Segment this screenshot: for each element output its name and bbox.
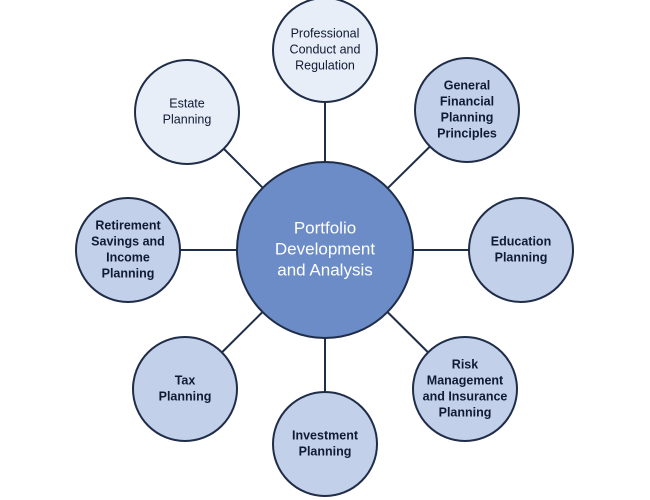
node-label-professional-conduct-line-1: Professional	[291, 26, 360, 40]
node-circle-general-financial-planning	[414, 57, 520, 163]
center-label-line-3: and Analysis	[277, 260, 372, 279]
connectors	[180, 102, 469, 392]
node-label-investment-planning-line-1: Investment	[292, 428, 359, 442]
node-label-professional-conduct-line-3: Regulation	[295, 58, 355, 72]
node-circle-investment-planning	[272, 391, 378, 497]
node-label-retirement-savings-line-4: Planning	[102, 266, 155, 280]
node-label-risk-management-line-1: Risk	[452, 357, 478, 371]
node-label-education-planning-line-1: Education	[491, 234, 551, 248]
node-circle-professional-conduct	[272, 0, 378, 103]
node-circle-estate-planning	[134, 59, 240, 165]
connector-tax-planning	[221, 311, 264, 354]
center-label-line-2: Development	[275, 239, 375, 258]
node-label-estate-planning-line-2: Planning	[163, 112, 212, 126]
node-label-estate-planning-line-1: Estate	[169, 96, 204, 110]
connector-general-financial-planning	[386, 145, 431, 189]
node-circle-retirement-savings	[75, 197, 181, 303]
node-label-education-planning-line-2: Planning	[495, 250, 548, 264]
node-circle-tax-planning	[132, 336, 238, 442]
node-label-tax-planning-line-2: Planning	[159, 389, 212, 403]
connector-risk-management	[386, 311, 429, 354]
center-label-line-1: Portfolio	[294, 218, 356, 237]
node-label-retirement-savings-line-1: Retirement	[95, 218, 161, 232]
node-label-risk-management-line-4: Planning	[439, 405, 492, 419]
node-circle-education-planning	[468, 197, 574, 303]
node-label-professional-conduct-line-2: Conduct and	[290, 42, 361, 56]
node-label-general-financial-planning-line-4: Principles	[437, 126, 497, 140]
node-circle-risk-management	[412, 336, 518, 442]
node-label-tax-planning-line-1: Tax	[175, 373, 196, 387]
node-label-general-financial-planning-line-3: Planning	[441, 110, 494, 124]
node-label-risk-management-line-2: Management	[427, 373, 504, 387]
node-label-investment-planning-line-2: Planning	[299, 444, 352, 458]
node-label-general-financial-planning-line-2: Financial	[440, 94, 494, 108]
node-label-general-financial-planning-line-1: General	[444, 78, 491, 92]
node-label-risk-management-line-3: and Insurance	[423, 389, 508, 403]
connector-estate-planning	[223, 148, 264, 189]
center-circle	[236, 161, 414, 339]
node-label-retirement-savings-line-3: Income	[106, 250, 150, 264]
node-label-retirement-savings-line-2: Savings and	[91, 234, 165, 248]
